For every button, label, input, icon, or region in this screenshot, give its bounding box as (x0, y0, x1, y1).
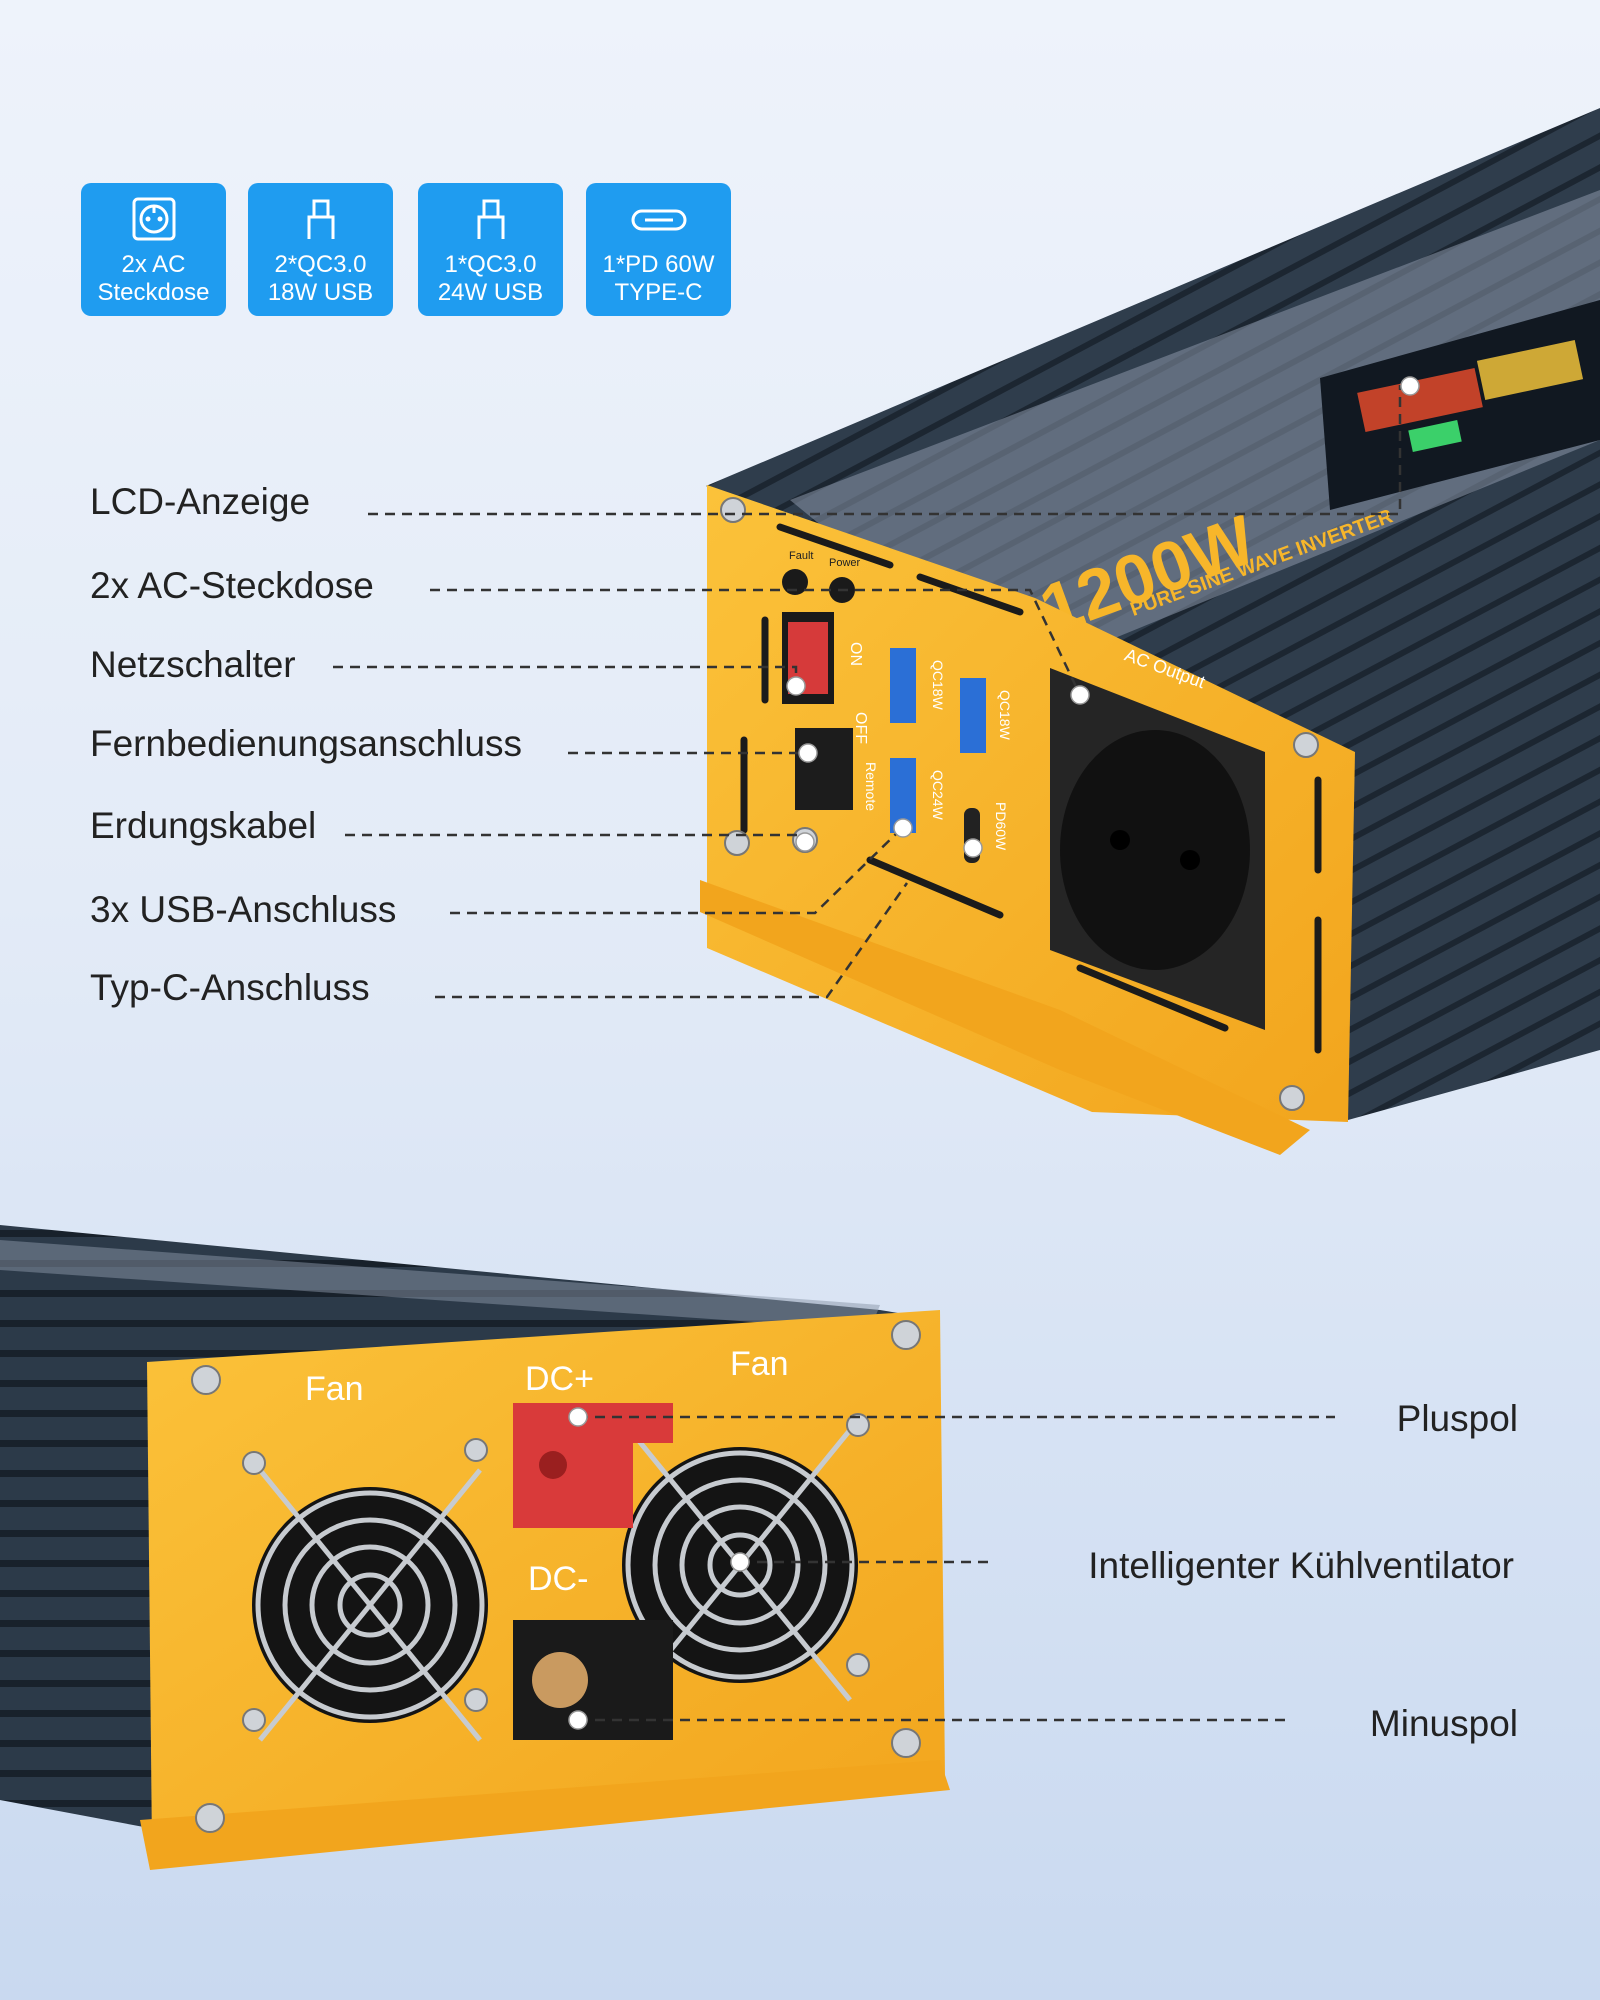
badge-line1: 1*PD 60W (602, 251, 715, 278)
front-foot (700, 880, 1310, 1155)
label-minus-pole: Minuspol (1369, 1703, 1518, 1744)
remote-port[interactable] (795, 728, 853, 810)
on-label: ON (847, 642, 864, 666)
fan-left (252, 1468, 488, 1742)
usb-c-icon (631, 209, 686, 231)
power-label: Power (829, 557, 861, 569)
badge-line1: 2x AC (121, 251, 186, 278)
rear-foot (140, 1760, 950, 1870)
rear-screws (191, 1320, 921, 1833)
label-remote-port: Fernbedienungsanschluss (90, 723, 522, 764)
label-plus-pole: Pluspol (1396, 1398, 1518, 1439)
front-vents (740, 523, 1322, 1054)
front-inverter: 1200W PURE SINE WAVE INVERTER (700, 108, 1600, 1155)
label-power-switch: Netzschalter (90, 644, 296, 685)
usb-a-icon (477, 199, 504, 239)
usb-port-qc18-b[interactable] (960, 678, 986, 753)
badge-line2: 24W USB (437, 279, 544, 306)
rear-inverter: Fan Fan DC+ DC- (0, 1225, 950, 1870)
label-ac-socket: 2x AC-Steckdose (90, 565, 374, 606)
remote-label: Remote (863, 762, 879, 811)
dc-plus-label: DC+ (525, 1360, 594, 1398)
badge-type-c: 1*PD 60W TYPE-C (586, 183, 731, 316)
callout-lines (333, 385, 1402, 1722)
badge-line2: TYPE-C (614, 279, 703, 306)
usb-a-icon (307, 199, 334, 239)
qc18-label-a: QC18W (930, 660, 946, 711)
ac-socket-recess (1060, 730, 1250, 970)
off-label: OFF (852, 712, 869, 744)
pd60-label: PD60W (993, 802, 1009, 851)
label-ground: Erdungskabel (90, 805, 317, 846)
callout-dots (568, 376, 1420, 1730)
qc18-label-b: QC18W (997, 690, 1013, 741)
rear-top-label (0, 1240, 880, 1330)
top-label-area (790, 190, 1600, 640)
fault-led (782, 569, 808, 595)
lcd-display (1320, 300, 1600, 510)
label-lcd: LCD-Anzeige (90, 481, 311, 522)
badge-line1: 1*QC3.0 (444, 251, 537, 278)
badge-usb-18w: 2*QC3.0 18W USB (248, 183, 393, 316)
front-screws (720, 497, 1319, 1111)
ac-socket-icon (132, 197, 175, 241)
usb-port-qc18-a[interactable] (890, 648, 916, 723)
badge-line2: Steckdose (97, 279, 210, 306)
label-usb: 3x USB-Anschluss (90, 889, 397, 930)
badge-line1: 2*QC3.0 (274, 251, 367, 278)
fan-right-label: Fan (730, 1345, 789, 1383)
badge-line2: 18W USB (267, 279, 374, 306)
label-cooling-fan: Intelligenter Kühlventilator (1088, 1545, 1514, 1586)
label-type-c: Typ-C-Anschluss (90, 967, 370, 1008)
badge-ac: 2x AC Steckdose (81, 183, 226, 316)
fan-left-label: Fan (305, 1370, 364, 1408)
fault-label: Fault (789, 550, 813, 562)
dc-minus-label: DC- (528, 1560, 588, 1598)
qc24-label: QC24W (930, 770, 946, 821)
badge-usb-24w: 1*QC3.0 24W USB (418, 183, 563, 316)
